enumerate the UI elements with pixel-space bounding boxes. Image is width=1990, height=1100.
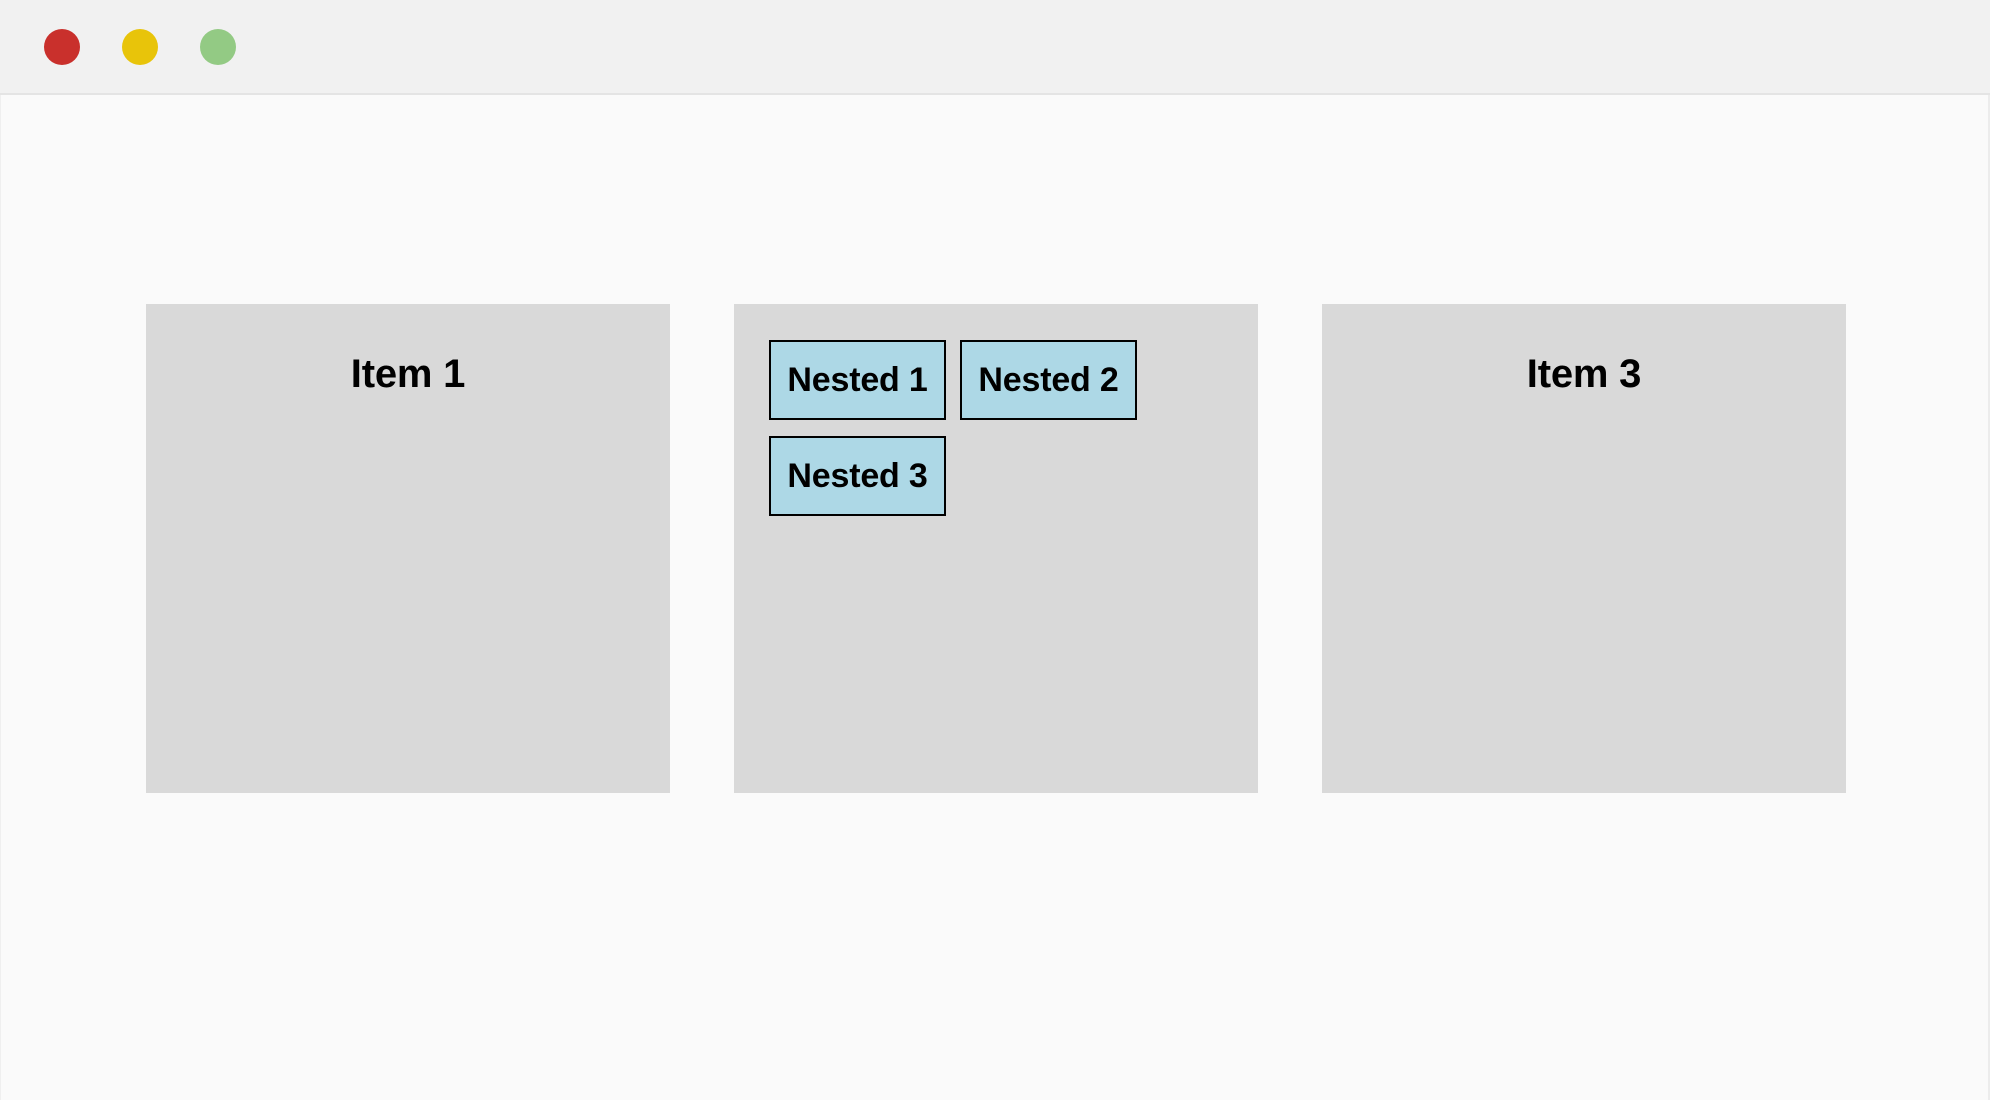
flex-row-container: Item 1 Nested 1 Nested 2 Nested 3 Item 3 — [146, 304, 1846, 793]
item-label-3: Item 3 — [1526, 352, 1642, 396]
window-controls — [44, 28, 236, 65]
nested-box-2[interactable]: Nested 2 — [960, 340, 1137, 420]
nested-box-1[interactable]: Nested 1 — [769, 340, 946, 420]
nested-label-3: Nested 3 — [787, 457, 928, 495]
item-box-3[interactable]: Item 3 — [1322, 304, 1846, 793]
item-box-2[interactable]: Nested 1 Nested 2 Nested 3 — [734, 304, 1258, 793]
nested-box-3[interactable]: Nested 3 — [769, 436, 946, 516]
item-label-1: Item 1 — [350, 352, 466, 396]
item-box-1[interactable]: Item 1 — [146, 304, 670, 793]
nested-label-1: Nested 1 — [787, 361, 928, 399]
maximize-window-button[interactable] — [200, 28, 236, 65]
minimize-window-button[interactable] — [122, 28, 158, 65]
page-content: Item 1 Nested 1 Nested 2 Nested 3 Item 3 — [0, 95, 1990, 1100]
close-window-button[interactable] — [44, 28, 80, 65]
window-titlebar — [0, 0, 1990, 95]
nested-label-2: Nested 2 — [978, 361, 1119, 399]
